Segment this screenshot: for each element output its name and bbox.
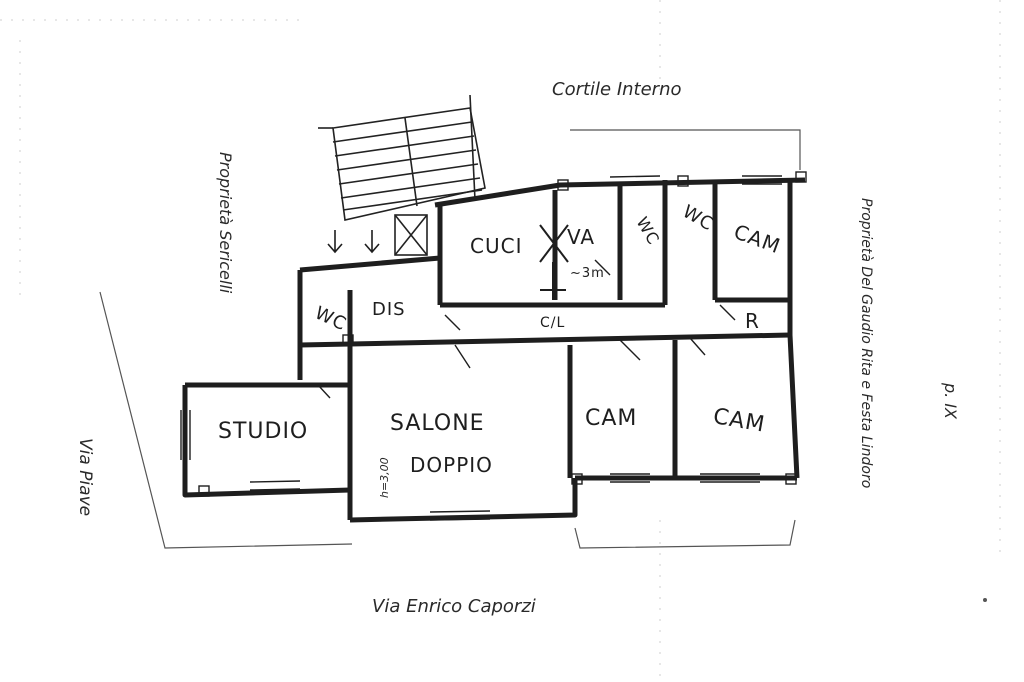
room-label-corridoio: C/L [540,315,565,331]
staircase [318,94,486,221]
west-street-label: Via Piave [75,438,95,516]
room-label-cam-3: CAM [711,404,767,438]
doors [317,259,736,399]
elevator-shaft [394,214,428,256]
windows [180,175,782,521]
room-label-studio: STUDIO [218,419,308,444]
north-courtyard-label: Cortile Interno [552,79,682,100]
room-label-disimpegno: DIS [372,299,406,320]
east-owner-label: Proprietà Del Gaudio Rita e Festa Lindor… [858,198,874,488]
west-owner-label: Proprietà Sericelli [216,152,235,294]
cross-mark-icon [539,224,569,300]
room-label-salone: SALONE [390,411,485,436]
walls [182,177,806,523]
room-label-cam-1: CAM [731,219,784,258]
room-label-salone-2: DOPPIO [410,453,493,477]
scan-noise [0,0,1001,682]
room-label-wc-2: WC [679,201,718,235]
room-label-cam-2: CAM [585,406,637,431]
room-label-veranda: VA [567,225,595,249]
room-label-ripostiglio: R [745,309,760,333]
site-boundary [99,129,801,549]
room-label-wc-1: WC [633,214,664,249]
room-label-veranda-sub: ~3m [570,266,605,281]
room-label-wc-3: WC [312,303,350,336]
south-street-label: Via Enrico Caporzi [372,596,536,617]
arrow-icons [327,230,380,254]
room-label-cucina: CUCI [470,234,522,258]
columns [198,171,807,497]
height-note: h=3,00 [378,457,391,498]
page-number: p. IX [941,382,960,420]
ink-dot [983,598,987,602]
